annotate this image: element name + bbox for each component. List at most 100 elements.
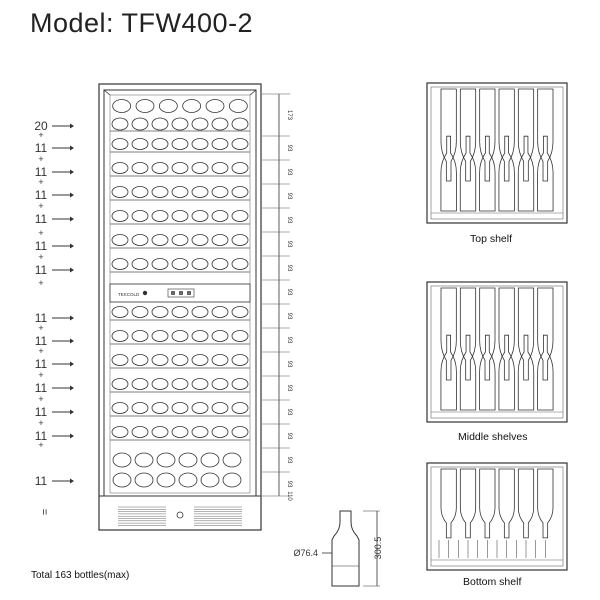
- bottle-outline: [537, 287, 554, 381]
- bottle-count-label: 11: [35, 405, 48, 419]
- bottom-shelf-caption: Bottom shelf: [463, 576, 522, 588]
- wine-cabinet-front-view: TEKCOLD: [98, 83, 262, 531]
- shelf-frame: [426, 281, 568, 423]
- bottle-diameter-label: Ø76.4: [293, 548, 318, 558]
- bottle-end: [111, 234, 129, 246]
- bottle-end: [131, 330, 149, 342]
- dimension-label: 93: [286, 145, 292, 152]
- bottle-end: [191, 138, 209, 150]
- arrow-head: [70, 243, 74, 249]
- bottle-end: [200, 452, 220, 468]
- plus-sign: +: [38, 130, 43, 140]
- bottle-end: [171, 162, 189, 174]
- bottle-end: [111, 117, 129, 131]
- bottle-end: [205, 99, 225, 113]
- bottle-end: [171, 330, 189, 342]
- bottle-end: [171, 117, 189, 131]
- bottle-end: [111, 306, 129, 318]
- bottle-end: [178, 472, 198, 488]
- arrow-head: [70, 169, 74, 175]
- bottle-end: [178, 452, 198, 468]
- bottle-outline: [517, 88, 535, 182]
- bottle-end: [131, 306, 149, 318]
- plus-sign: +: [38, 440, 43, 450]
- bottle-end: [151, 306, 169, 318]
- bottle-end: [222, 452, 242, 468]
- display-segment: [187, 291, 191, 295]
- bottle-end: [191, 330, 209, 342]
- dimension-label: 93: [286, 409, 292, 416]
- bottle-outline: [440, 468, 457, 539]
- bottle-end: [111, 426, 129, 438]
- lock-icon: [176, 511, 184, 519]
- bottle-end: [151, 402, 169, 414]
- bottle-end: [111, 402, 129, 414]
- bottle-end: [134, 472, 154, 488]
- bottle-count-label: 11: [35, 141, 48, 155]
- shelf-inner-frame: [430, 466, 564, 567]
- bottle-count-label: 11: [35, 212, 48, 226]
- bottle-end: [231, 210, 249, 222]
- bottle-outline: [459, 287, 477, 381]
- bottle-end: [211, 162, 229, 174]
- bottle-end: [211, 330, 229, 342]
- brand-logo-icon: [142, 290, 148, 296]
- bottle-end: [231, 138, 249, 150]
- bottle-end: [111, 162, 129, 174]
- bottle-outline: [537, 334, 554, 411]
- arrow-head: [70, 123, 74, 129]
- bottle-outline: [459, 468, 477, 539]
- bottle-count-label: 11: [35, 474, 48, 488]
- bottle-outline: [440, 88, 457, 182]
- bottle-end: [151, 138, 169, 150]
- arrow-head: [70, 315, 74, 321]
- bottle-end: [191, 426, 209, 438]
- bottle-end: [200, 472, 220, 488]
- bottle-count-label: 11: [35, 311, 48, 325]
- bottle-outline: [498, 287, 515, 381]
- bottle-outline: [537, 468, 554, 539]
- arrow-head: [70, 433, 74, 439]
- bottle-outline: [331, 510, 360, 587]
- bottle-end: [191, 354, 209, 366]
- bottle-end: [131, 426, 149, 438]
- bottle-end: [231, 186, 249, 198]
- arrow-head: [70, 385, 74, 391]
- bottle-outline: [498, 334, 515, 411]
- bottle-outline: [517, 468, 535, 539]
- bottle-end: [211, 186, 229, 198]
- bottle-end: [171, 306, 189, 318]
- bottle-end: [231, 402, 249, 414]
- bottle-end: [151, 210, 169, 222]
- bottle-count-label: 11: [35, 188, 48, 202]
- plus-sign: +: [38, 323, 43, 333]
- bottle-end: [111, 186, 129, 198]
- bottle-count-label: 11: [35, 263, 48, 277]
- dimension-label: 93: [286, 457, 292, 464]
- bottle-end: [131, 186, 149, 198]
- plus-sign: +: [38, 346, 43, 356]
- bottle-end: [151, 378, 169, 390]
- bottle-end: [211, 138, 229, 150]
- bottle-end: [231, 162, 249, 174]
- corner-line: [103, 89, 111, 96]
- dimension-label: 93: [286, 313, 292, 320]
- bottle-end: [171, 426, 189, 438]
- bottle-outline: [479, 287, 496, 381]
- bottle-end: [171, 186, 189, 198]
- shelf-inner-frame: [430, 285, 564, 419]
- bottle-end: [211, 234, 229, 246]
- bottle-end: [191, 258, 209, 270]
- bottle-end: [211, 426, 229, 438]
- bottle-end: [156, 472, 176, 488]
- bottle-end: [111, 210, 129, 222]
- bottle-count-label: 11: [35, 357, 48, 371]
- bottle-end: [134, 452, 154, 468]
- bottle-end: [156, 452, 176, 468]
- bottle-end: [191, 306, 209, 318]
- bottle-end: [211, 354, 229, 366]
- corner-line: [249, 89, 257, 96]
- bottle-outline: [517, 135, 535, 212]
- bottle-end: [131, 210, 149, 222]
